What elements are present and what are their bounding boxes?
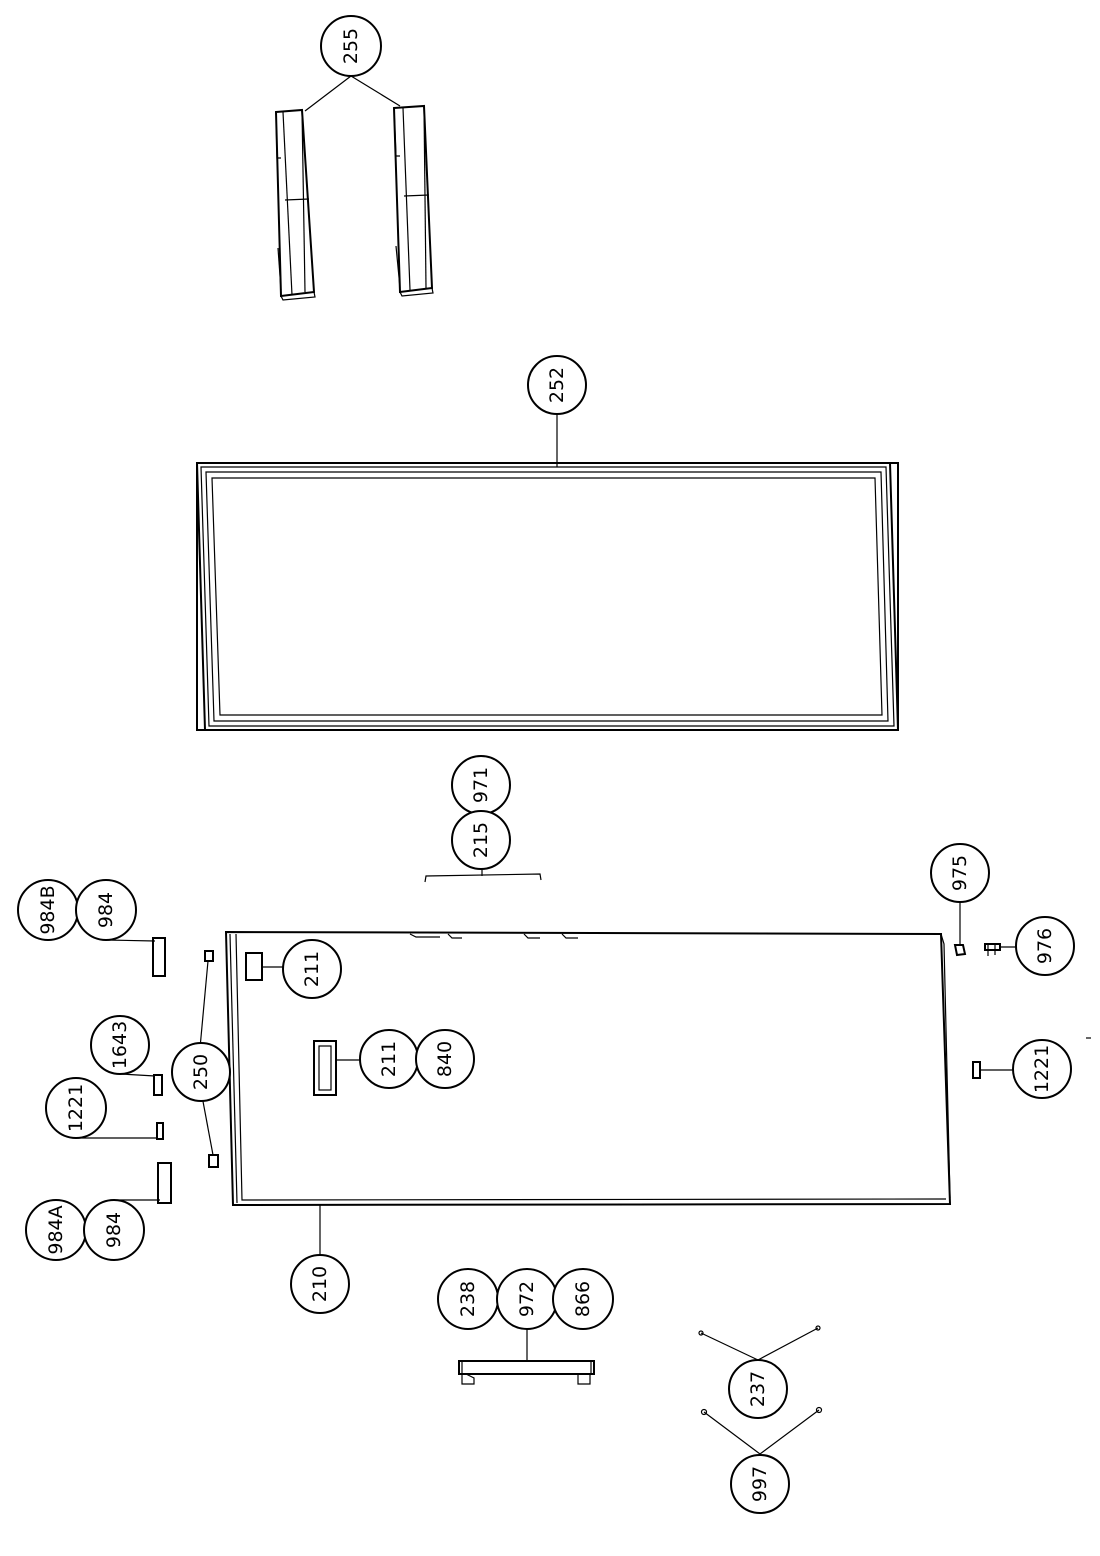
callout-997: 997 bbox=[730, 1454, 790, 1514]
callout-997-label: 997 bbox=[749, 1466, 771, 1502]
part-255-door-rails bbox=[274, 75, 434, 301]
callout-840-label: 840 bbox=[434, 1041, 456, 1077]
callout-1643-label: 1643 bbox=[109, 1021, 131, 1069]
callout-975: 975 bbox=[930, 843, 990, 903]
callout-238-label: 238 bbox=[457, 1281, 479, 1317]
callout-984B-letter-label: 984B bbox=[37, 885, 59, 934]
callout-237: 237 bbox=[728, 1359, 788, 1419]
callout-976-label: 976 bbox=[1034, 928, 1056, 964]
callout-971-label: 971 bbox=[470, 767, 492, 803]
callout-984-bottom-label: 984 bbox=[103, 1212, 125, 1248]
callout-840: 840 bbox=[415, 1029, 475, 1089]
callout-1221-right: 1221 bbox=[1012, 1039, 1072, 1099]
callout-984A-letter: 984A bbox=[25, 1199, 87, 1261]
callout-252-label: 252 bbox=[546, 367, 568, 403]
callout-210: 210 bbox=[290, 1254, 350, 1314]
callout-976: 976 bbox=[1015, 916, 1075, 976]
part-252-door-gasket bbox=[195, 410, 900, 731]
callout-211-top: 211 bbox=[282, 939, 342, 999]
callout-984A-letter-label: 984A bbox=[45, 1205, 67, 1254]
right-hinge-parts bbox=[953, 902, 1091, 1079]
callout-984-top: 984 bbox=[75, 879, 137, 941]
callout-972-label: 972 bbox=[516, 1281, 538, 1317]
callout-984B-letter: 984B bbox=[17, 879, 79, 941]
callout-250: 250 bbox=[171, 1042, 231, 1102]
callout-866: 866 bbox=[552, 1268, 614, 1330]
callout-1643: 1643 bbox=[90, 1015, 150, 1075]
callout-252: 252 bbox=[527, 355, 587, 415]
callout-984-top-label: 984 bbox=[95, 892, 117, 928]
callout-215: 215 bbox=[451, 810, 511, 870]
callout-971: 971 bbox=[451, 755, 511, 815]
callout-211-handle: 211 bbox=[359, 1029, 419, 1089]
callout-210-label: 210 bbox=[309, 1266, 331, 1302]
part-210-door-panel bbox=[224, 930, 952, 1258]
callout-975-label: 975 bbox=[949, 855, 971, 891]
callout-215-label: 215 bbox=[470, 822, 492, 858]
callout-972: 972 bbox=[496, 1268, 558, 1330]
callout-984-bottom: 984 bbox=[83, 1199, 145, 1261]
callout-866-label: 866 bbox=[572, 1281, 594, 1317]
callout-1221-left-label: 1221 bbox=[65, 1084, 87, 1132]
callout-255: 255 bbox=[320, 15, 382, 77]
callout-1221-right-label: 1221 bbox=[1031, 1045, 1053, 1093]
callout-1221-left: 1221 bbox=[45, 1077, 107, 1139]
callout-237-label: 237 bbox=[747, 1371, 769, 1407]
callout-255-label: 255 bbox=[340, 28, 362, 64]
part-238-bottom-cover bbox=[458, 1329, 595, 1385]
callout-238: 238 bbox=[437, 1268, 499, 1330]
callout-211-handle-label: 211 bbox=[378, 1041, 400, 1077]
callout-250-label: 250 bbox=[190, 1054, 212, 1090]
callout-211-top-label: 211 bbox=[301, 951, 323, 987]
